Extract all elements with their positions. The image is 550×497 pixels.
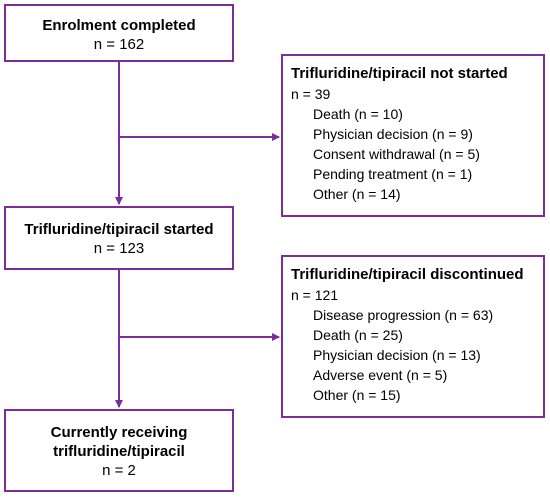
not-started-title: Trifluridine/tipiracil not started: [291, 65, 508, 82]
currently-receiving-title-line2: trifluridine/tipiracil: [53, 443, 185, 460]
not-started-reason: Other (n = 14): [313, 186, 401, 202]
enrolment-box: Enrolment completed n = 162: [4, 4, 234, 62]
discontinued-reason: Death (n = 25): [313, 327, 403, 343]
discontinued-count: n = 121: [291, 287, 339, 303]
not-started-count: n = 39: [291, 86, 331, 102]
currently-receiving-count: n = 2: [102, 462, 136, 479]
currently-receiving-box: Currently receiving trifluridine/tipirac…: [4, 409, 234, 492]
discontinued-reason: Disease progression (n = 63): [313, 307, 494, 323]
discontinued-box: Trifluridine/tipiracil discontinued n = …: [281, 255, 545, 418]
enrolment-count: n = 162: [93, 36, 145, 53]
not-started-box: Trifluridine/tipiracil not started n = 3…: [281, 54, 545, 217]
discontinued-reason: Other (n = 15): [313, 387, 401, 403]
discontinued-title: Trifluridine/tipiracil discontinued: [291, 266, 524, 283]
not-started-reason: Physician decision (n = 9): [313, 126, 473, 142]
discontinued-reason: Adverse event (n = 5): [313, 367, 448, 383]
discontinued-reason: Physician decision (n = 13): [313, 347, 481, 363]
enrolment-title: Enrolment completed: [42, 17, 196, 34]
not-started-reason: Pending treatment (n = 1): [313, 166, 473, 182]
not-started-reason: Death (n = 10): [313, 106, 403, 122]
started-box: Trifluridine/tipiracil started n = 123: [4, 206, 234, 270]
started-title: Trifluridine/tipiracil started: [24, 221, 214, 238]
not-started-reason: Consent withdrawal (n = 5): [313, 146, 480, 162]
started-count: n = 123: [93, 240, 145, 257]
currently-receiving-title-line1: Currently receiving: [50, 424, 188, 441]
